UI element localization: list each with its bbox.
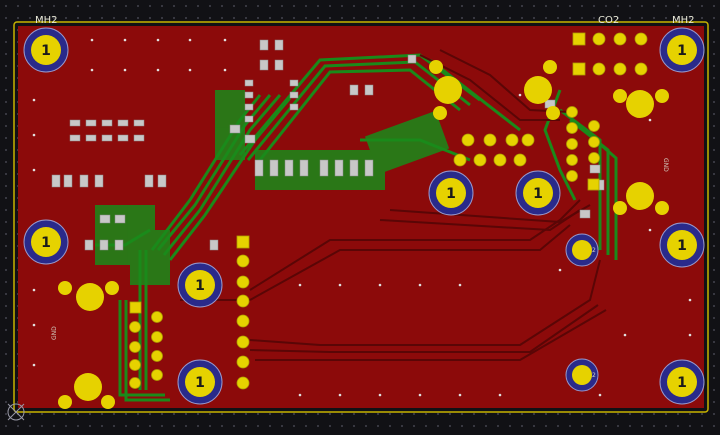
mounting-hole-center-b: 1	[515, 170, 561, 216]
pad-number-label: 1	[677, 238, 687, 254]
mounting-hole-top-right: 1	[659, 27, 705, 73]
mounting-hole-center-a: 1	[428, 170, 474, 216]
small-pad-number: 2	[592, 372, 596, 379]
smd-components	[51, 39, 605, 251]
pad-number-label: 1	[195, 375, 205, 391]
mounting-hole-bottom-right: 1	[659, 359, 705, 405]
small-mounting-holes: 2 2	[565, 233, 599, 392]
silk-label-gnd-right: GND	[662, 158, 669, 172]
pad-number-label: 1	[41, 235, 51, 251]
mounting-holes: 1 1 1 1 1 1 1	[23, 27, 705, 405]
pad-number-label: 1	[195, 278, 205, 294]
pad-number-label: 1	[677, 375, 687, 391]
mounting-hole-left-b: 1	[177, 262, 223, 308]
vias	[32, 38, 692, 397]
small-hole-right-b: 2	[565, 358, 599, 392]
mounting-hole-bottom-left-b: 1	[177, 359, 223, 405]
mounting-hole-top-left: 1	[23, 27, 69, 73]
silk-label-mh2-right: MH2	[672, 15, 695, 26]
small-pad-number: 2	[592, 247, 596, 254]
silk-label-gnd-left: GND	[51, 326, 58, 340]
pad-number-label: 1	[677, 43, 687, 59]
board-edge-outline	[13, 21, 709, 413]
small-hole-right-a: 2	[565, 233, 599, 267]
large-pads	[58, 60, 669, 409]
through-hole-pads	[129, 32, 648, 390]
mounting-hole-mid-right: 1	[659, 222, 705, 268]
mounting-hole-mid-left: 1	[23, 219, 69, 265]
pad-number-label: 1	[533, 186, 543, 202]
origin-marker-icon	[7, 403, 25, 421]
pad-number-label: 1	[41, 43, 51, 59]
silk-label-co2: CO2	[598, 15, 619, 26]
pad-number-label: 1	[446, 186, 456, 202]
silk-label-mh2-left: MH2	[35, 15, 58, 26]
